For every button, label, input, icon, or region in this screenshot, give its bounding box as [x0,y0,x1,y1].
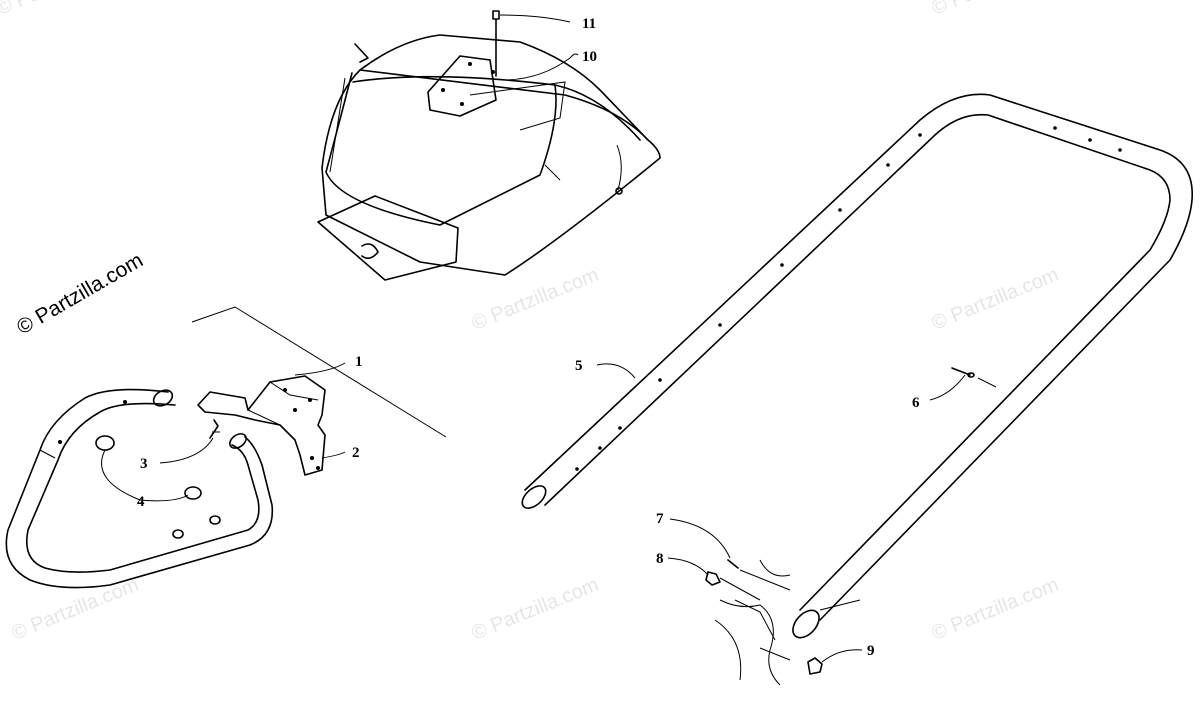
clip [209,419,220,439]
assembly-bracket [191,306,447,438]
callout-3: 3 [140,456,148,472]
callout-4: 4 [137,494,145,510]
watermark: © Partzilla.com [0,0,127,20]
callout-5: 5 [575,358,583,374]
storage-bag [317,34,661,281]
brand-watermark: © Partzilla.com [13,249,147,340]
callout-2: 2 [352,445,360,461]
watermark: © Partzilla.com [469,264,602,335]
front-rack-tube [5,388,274,589]
leader-lines [101,14,966,663]
callout-9: 9 [867,643,875,659]
pin [951,367,997,388]
rail-end-hardware [705,559,861,686]
side-rail-tube [521,93,1193,639]
callouts: 1 2 3 4 5 6 7 8 9 10 11 [137,16,920,659]
watermark: © Partzilla.com [929,574,1062,645]
callout-11: 11 [582,16,596,32]
plug-caps [95,435,202,500]
screw [492,10,500,77]
watermark: © Partzilla.com [9,574,142,645]
watermarks: © Partzilla.com © Partzilla.com © Partzi… [0,0,1062,645]
callout-8: 8 [656,551,664,567]
mounting-bracket [197,375,326,476]
callout-6: 6 [912,395,920,411]
watermark: © Partzilla.com [469,574,602,645]
watermark: © Partzilla.com [929,0,1062,20]
callout-7: 7 [656,511,664,527]
callout-10: 10 [582,49,597,65]
callout-1: 1 [355,354,363,370]
watermark: © Partzilla.com [929,264,1062,335]
